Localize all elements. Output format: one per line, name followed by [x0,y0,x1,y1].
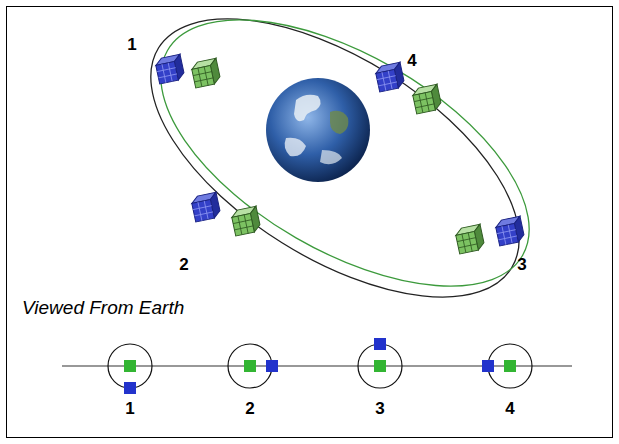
satellite-green [412,84,443,114]
view-circle [358,344,402,388]
green-marker [504,360,516,372]
callout-number: 2 [179,256,188,273]
callout-number: 4 [407,52,416,69]
blue-marker [266,360,278,372]
frame-border [7,7,613,438]
green-marker [124,360,136,372]
view-circle [228,344,272,388]
blue-marker [482,360,494,372]
blue-marker [374,338,386,350]
view-number: 3 [375,400,384,417]
view-circle [108,344,152,388]
view-caption: Viewed From Earth [22,298,184,317]
satellite-green [455,224,486,254]
orbit-green [118,0,571,340]
satellite-green [191,58,222,88]
satellite-green [231,206,262,236]
satellite-blue [155,54,186,84]
callout-number: 3 [517,256,526,273]
green-marker [244,360,256,372]
view-number: 1 [125,400,134,417]
satellite-blue [375,62,406,92]
satellite-blue [191,192,222,222]
view-axis [62,365,572,366]
callout-number: 1 [127,36,136,53]
view-circle [488,344,532,388]
green-marker [374,360,386,372]
blue-marker [124,382,136,394]
satellite-blue [495,216,526,246]
earth-globe [266,78,370,182]
view-number: 2 [245,400,254,417]
view-number: 4 [505,400,514,417]
